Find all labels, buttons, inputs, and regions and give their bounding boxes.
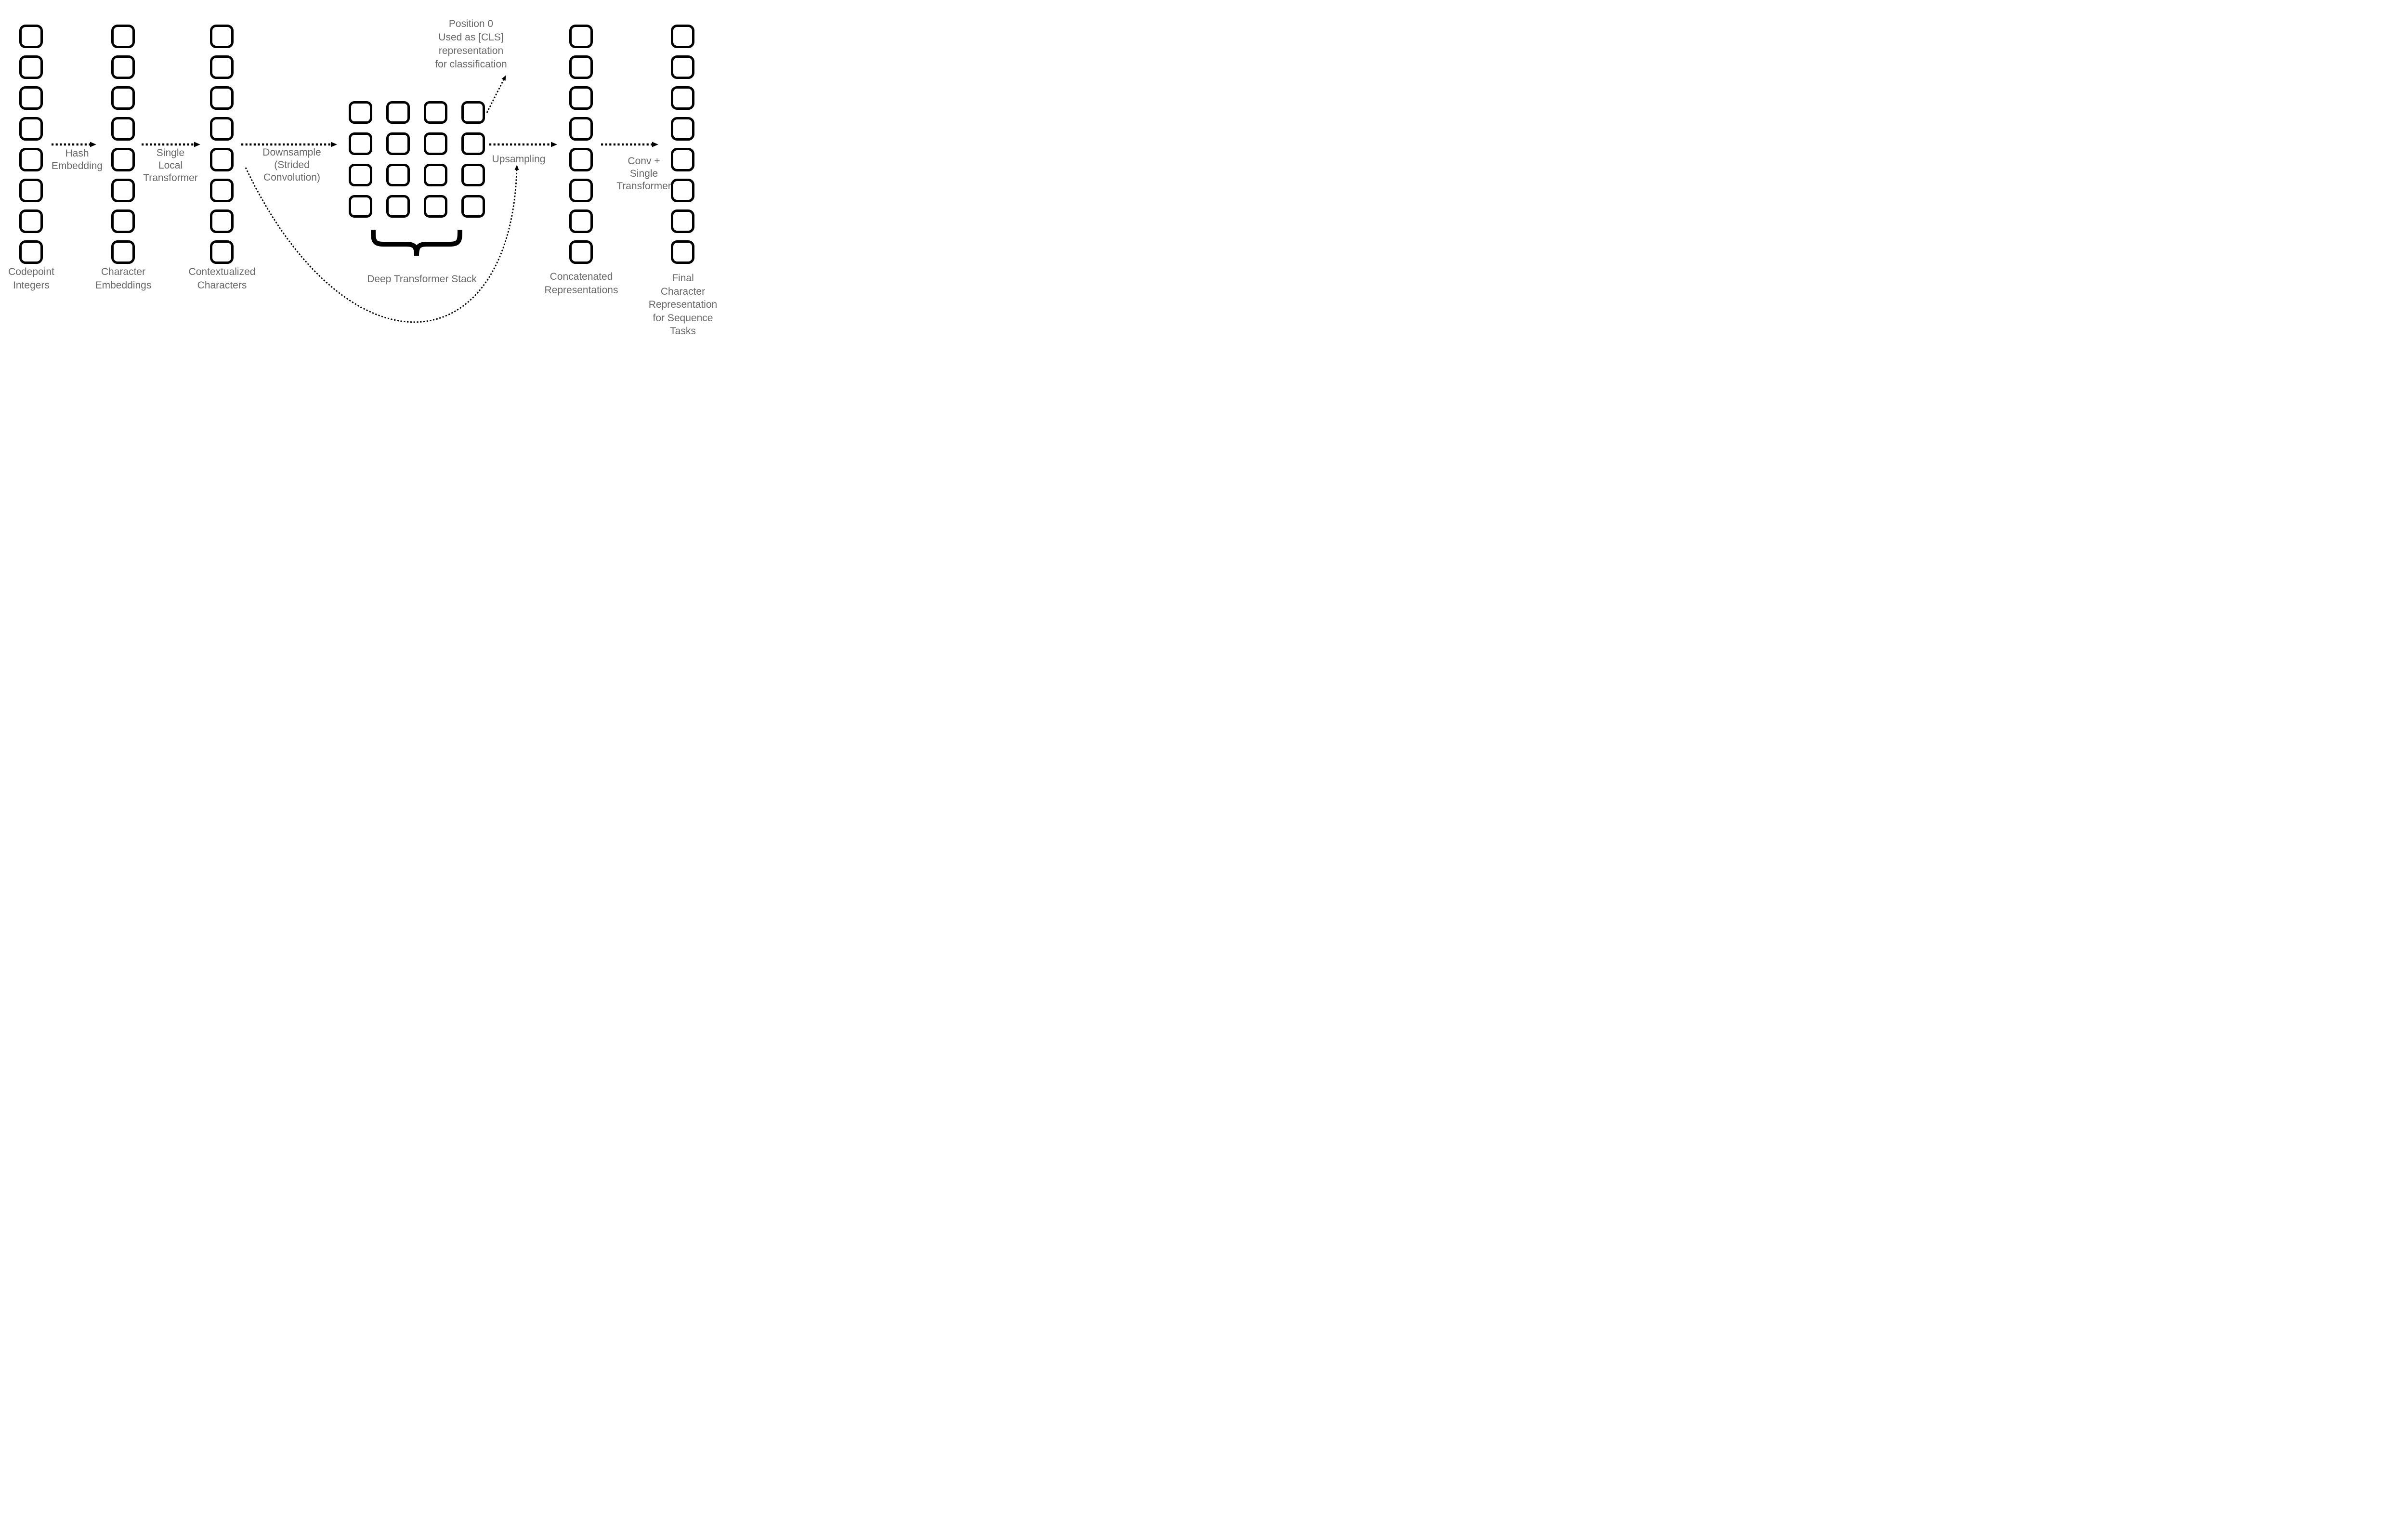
contextualized-character-box [210,240,234,264]
label-downsample: Downsample (Strided Convolution) [262,147,321,183]
character-embedding-box [111,240,135,264]
character-embedding-box [111,55,135,79]
contextualized-character-box [210,179,234,202]
contextualized-character-box [210,117,234,141]
concatenated-representation-box [569,25,593,48]
codepoint-token-box [19,240,43,264]
downsampled-position-box [349,101,372,124]
concatenated-representation-box [569,117,593,141]
column-contextualized-characters [210,25,234,264]
concatenated-representation-box [569,148,593,171]
final-representation-box [671,148,694,171]
character-embedding-box [111,86,135,110]
concatenated-representation-box [569,55,593,79]
downsampled-position-box [424,195,447,218]
column-character-embeddings [111,25,135,264]
character-embedding-box [111,117,135,141]
codepoint-token-box [19,86,43,110]
label-upsampling: Upsampling [492,154,546,165]
downsampled-position-box [424,101,447,124]
stack-brace-right [414,229,462,256]
codepoint-token-box [19,55,43,79]
codepoint-token-box [19,117,43,141]
label-cls-note: Position 0 Used as [CLS] representation … [435,18,507,70]
final-representation-box [671,179,694,202]
codepoint-token-box [19,179,43,202]
label-concatenated-representations: Concatenated Representations [544,271,618,296]
label-final-representation: Final Character Representation for Seque… [648,273,718,337]
final-representation-box [671,55,694,79]
label-character-embeddings: Character Embeddings [95,266,152,291]
contextualized-character-box [210,209,234,233]
downsampled-position-box [349,164,372,186]
final-representation-box [671,240,694,264]
codepoint-token-box [19,209,43,233]
label-conv-single-transformer: Conv + Single Transformer [616,156,671,192]
concatenated-representation-box [569,86,593,110]
label-contextualized-characters: Contextualized Characters [188,266,256,291]
column-final-representation [671,25,694,264]
downsampled-position-box [349,195,372,218]
downsampled-position-box [424,164,447,186]
downsampled-position-box [461,164,485,186]
stack-brace-left [371,229,419,256]
downsampled-position-box [461,101,485,124]
label-codepoint-integers: Codepoint Integers [8,266,54,291]
contextualized-character-box [210,25,234,48]
downsampled-position-box [461,132,485,155]
contextualized-character-box [210,55,234,79]
downsampled-position-box [349,132,372,155]
label-hash-embedding: Hash Embedding [51,148,103,171]
label-deep-transformer-stack: Deep Transformer Stack [367,274,477,285]
column-codepoint-integers [19,25,43,264]
downsampled-position-box [386,101,410,124]
codepoint-token-box [19,25,43,48]
downsampled-position-box [424,132,447,155]
final-representation-box [671,209,694,233]
label-single-local-transformer: Single Local Transformer [143,147,198,183]
character-embedding-box [111,209,135,233]
downsampled-position-box [386,195,410,218]
downsampled-position-box [386,132,410,155]
canine-architecture-diagram: Hash Embedding Single Local Transformer … [0,0,737,340]
concatenated-representation-box [569,240,593,264]
concatenated-representation-box [569,179,593,202]
contextualized-character-box [210,148,234,171]
final-representation-box [671,25,694,48]
cls-position0-arrow [486,75,506,113]
contextualized-character-box [210,86,234,110]
character-embedding-box [111,25,135,48]
downsampled-position-box [386,164,410,186]
character-embedding-box [111,179,135,202]
codepoint-token-box [19,148,43,171]
concatenated-representation-box [569,209,593,233]
downsampled-position-box [461,195,485,218]
column-concatenated-representations [569,25,593,264]
character-embedding-box [111,148,135,171]
final-representation-box [671,86,694,110]
final-representation-box [671,117,694,141]
residual-skip-arrow [245,165,519,323]
connectors-layer [52,75,658,323]
deep-stack-grid [349,101,485,218]
